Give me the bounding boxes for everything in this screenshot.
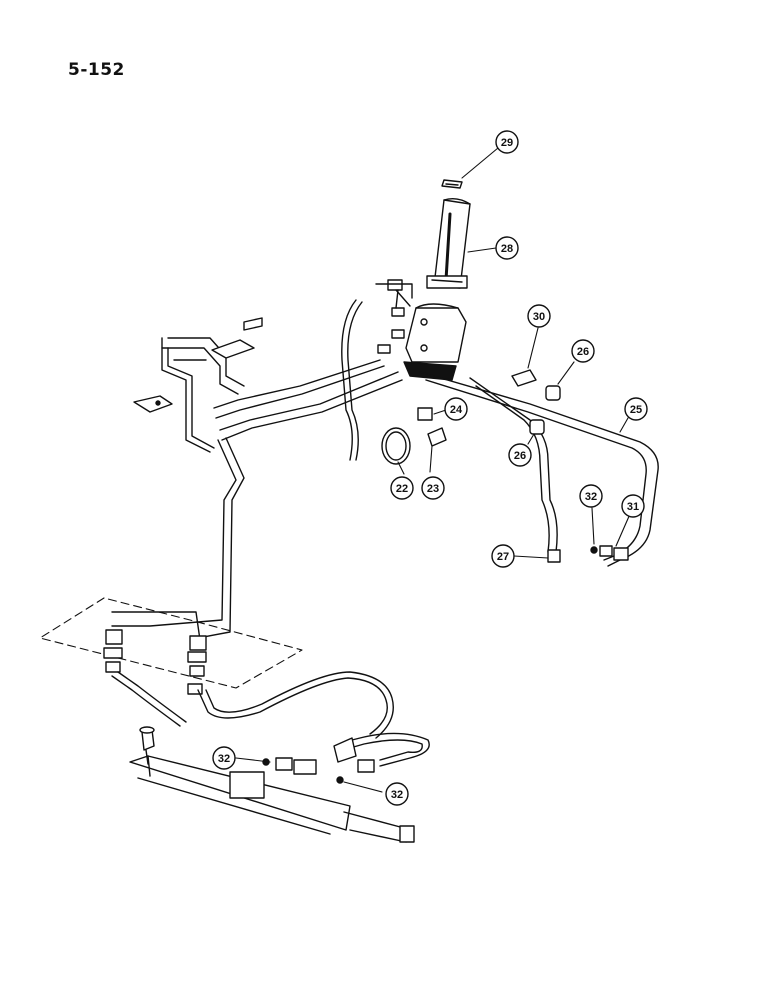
svg-text:26: 26 xyxy=(577,346,589,358)
clip-left-3 xyxy=(243,317,263,331)
callout-29: 29 xyxy=(495,130,519,154)
callouts: 29 28 30 26 24 25 26 22 xyxy=(212,130,648,806)
svg-text:28: 28 xyxy=(501,243,513,255)
steering-nut xyxy=(441,179,463,189)
vertical-tubes xyxy=(111,437,245,641)
callout-26-upper: 26 xyxy=(571,339,595,363)
svg-text:27: 27 xyxy=(497,551,509,563)
callout-23: 23 xyxy=(421,476,445,500)
cylinder-fittings xyxy=(262,737,375,784)
callout-32-left: 32 xyxy=(212,746,236,770)
spacer-26a xyxy=(545,385,561,401)
svg-text:32: 32 xyxy=(391,789,403,801)
spacer-26b xyxy=(529,419,545,435)
svg-text:32: 32 xyxy=(218,753,230,765)
mounting-plate-outline xyxy=(39,597,303,689)
callout-28: 28 xyxy=(495,236,519,260)
callout-31: 31 xyxy=(621,494,645,518)
svg-text:23: 23 xyxy=(427,483,439,495)
clip-left-1 xyxy=(133,395,173,413)
svg-text:26: 26 xyxy=(514,450,526,462)
clip-23 xyxy=(427,427,447,447)
fitting-31 xyxy=(590,545,629,561)
hose-clamp xyxy=(381,427,411,465)
clip-left-2 xyxy=(211,339,255,359)
lower-fittings xyxy=(103,629,207,695)
callout-27: 27 xyxy=(491,544,515,568)
steering-valve xyxy=(403,303,467,381)
hydraulic-hoses xyxy=(111,671,430,767)
callout-26-lower: 26 xyxy=(508,443,532,467)
svg-text:24: 24 xyxy=(450,404,463,416)
callout-30: 30 xyxy=(527,304,551,328)
hydraulic-tube-left xyxy=(213,299,403,461)
svg-text:22: 22 xyxy=(396,483,408,495)
valve-fittings xyxy=(375,279,413,354)
hydraulic-tube-27 xyxy=(469,377,561,563)
callout-25: 25 xyxy=(624,397,648,421)
svg-text:32: 32 xyxy=(585,491,597,503)
svg-text:29: 29 xyxy=(501,137,513,149)
hydraulic-cylinder xyxy=(129,726,415,843)
callout-24: 24 xyxy=(444,397,468,421)
clip-30 xyxy=(511,369,537,387)
steering-column xyxy=(426,197,471,289)
page-number: 5-152 xyxy=(68,60,125,80)
leader-lines xyxy=(235,147,631,793)
callout-22: 22 xyxy=(390,476,414,500)
bushing-24 xyxy=(417,407,433,421)
svg-text:30: 30 xyxy=(533,311,545,323)
svg-text:31: 31 xyxy=(627,501,639,513)
callout-32-bottom: 32 xyxy=(385,782,409,806)
callout-32-right: 32 xyxy=(579,484,603,508)
svg-text:25: 25 xyxy=(630,404,642,416)
